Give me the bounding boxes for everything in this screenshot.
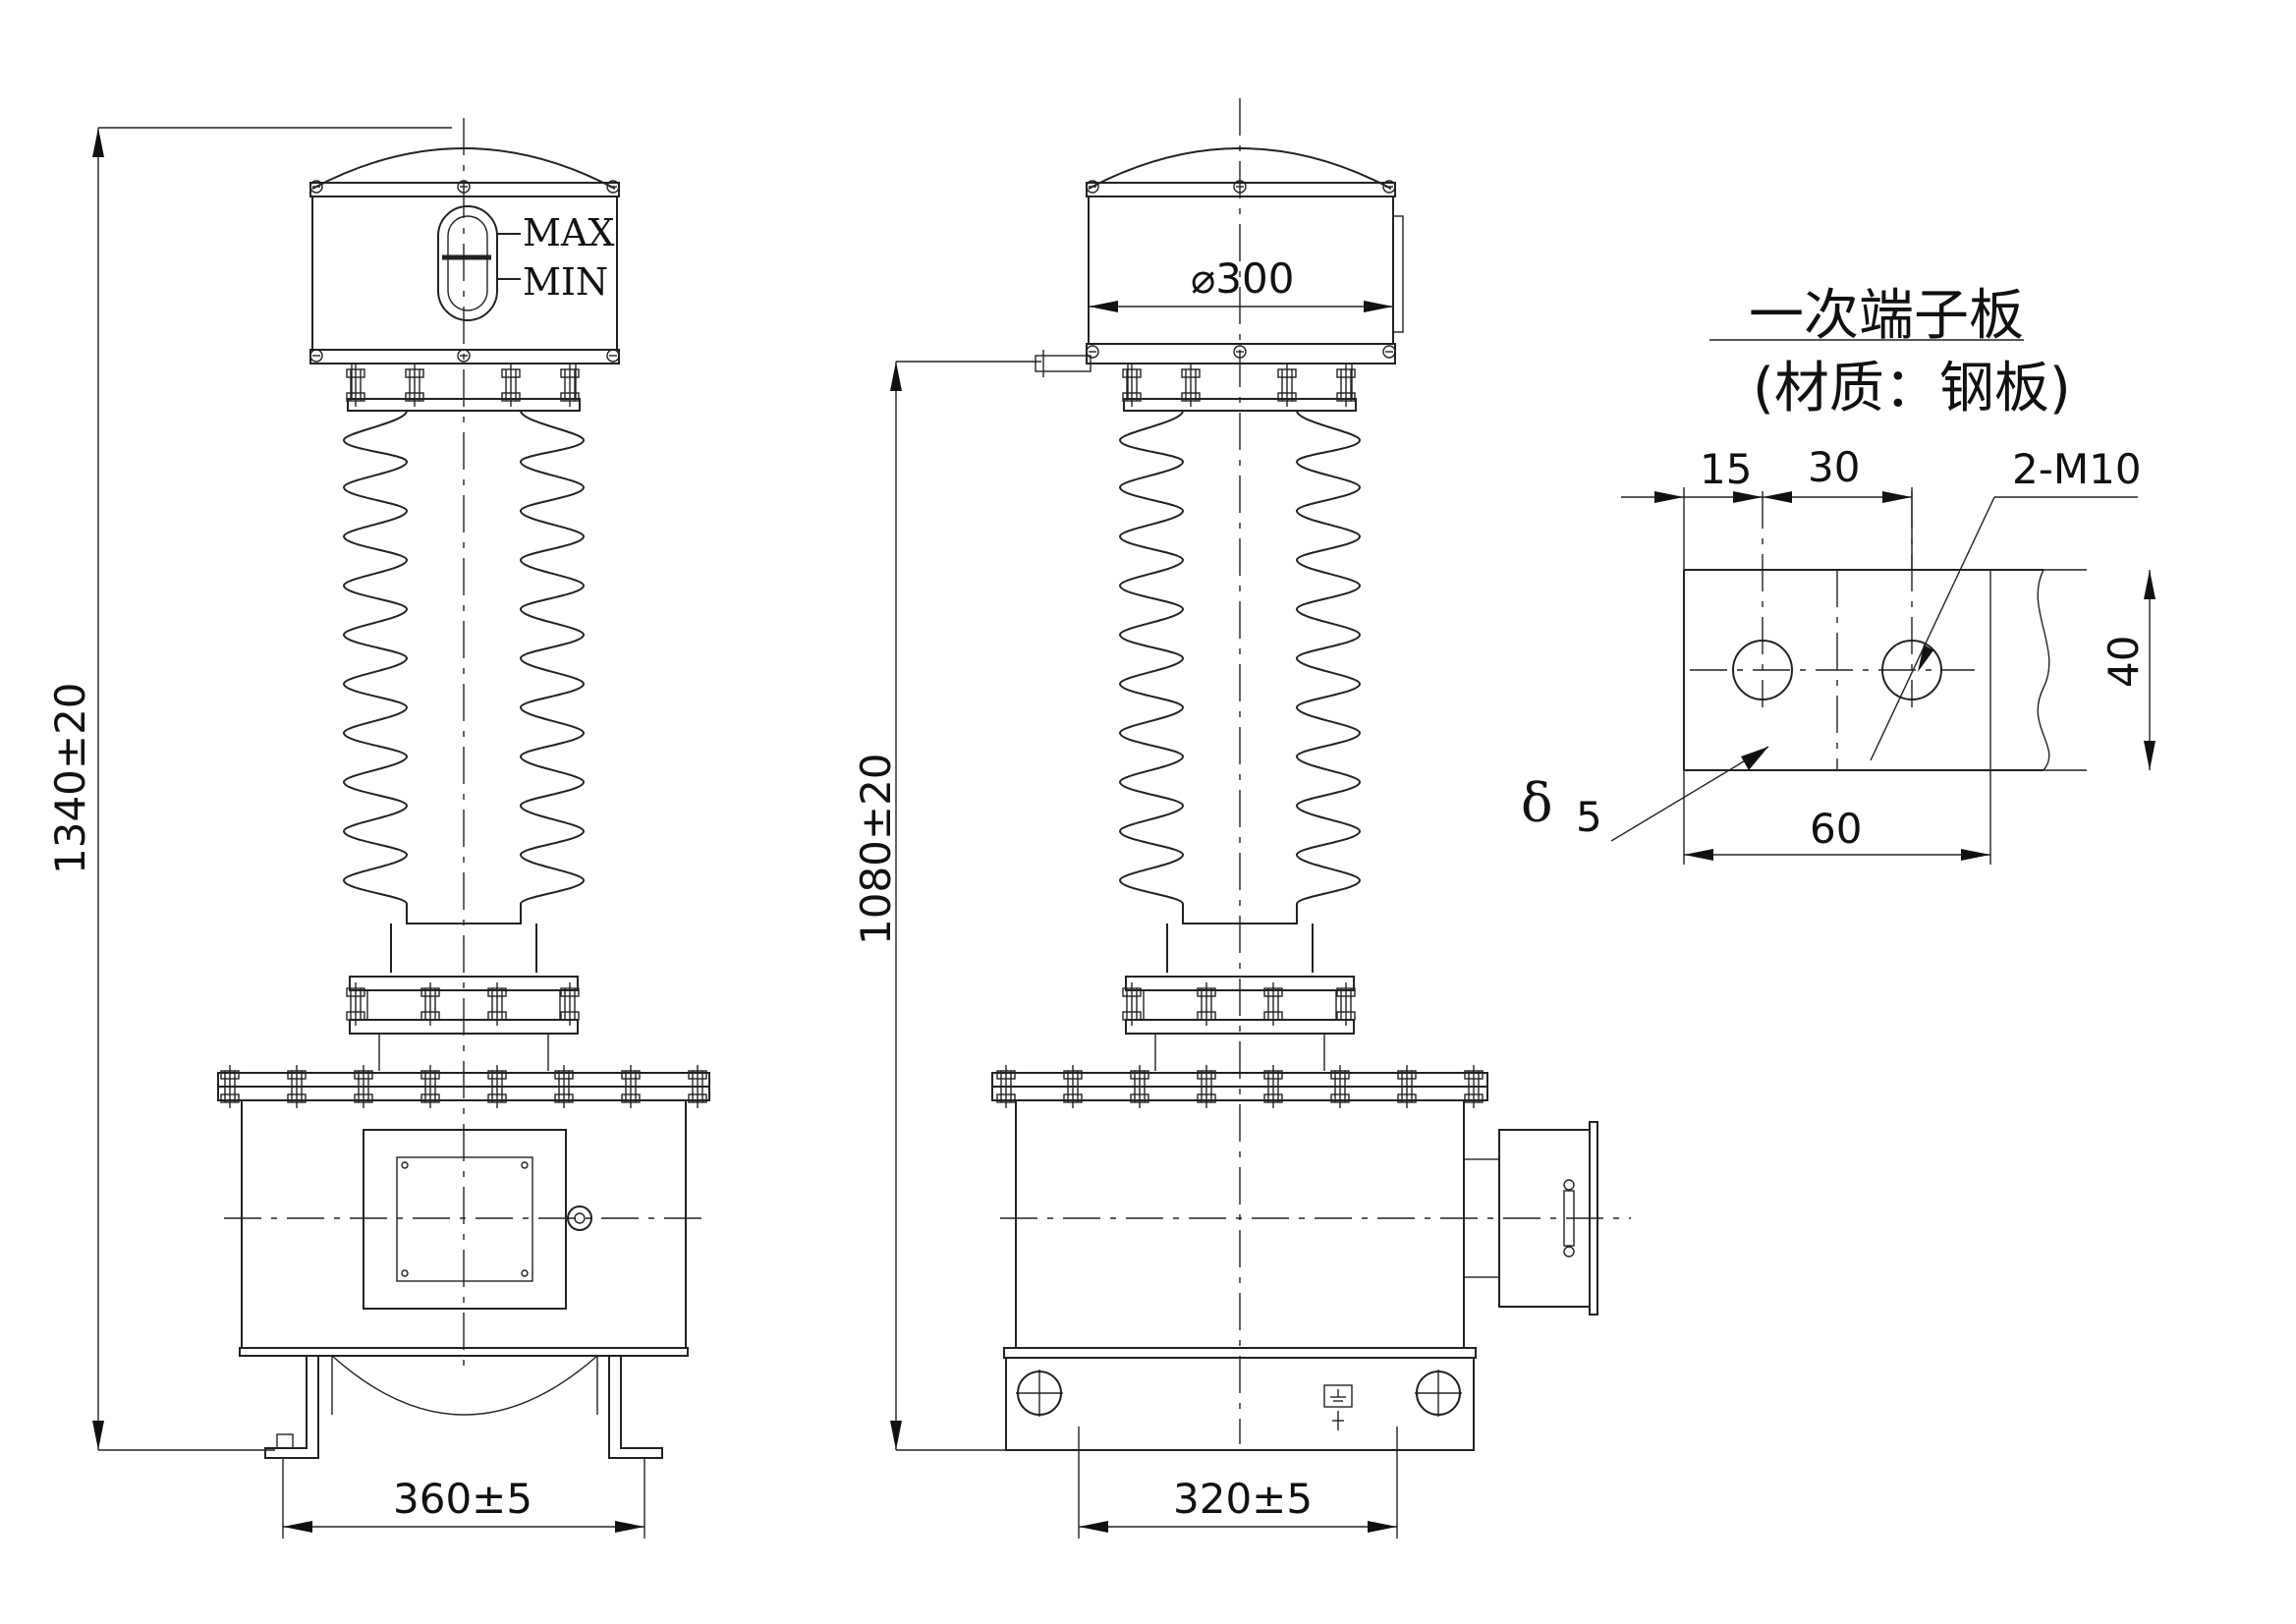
dim-30: 30 [1808,443,1860,491]
thickness-symbol: δ [1521,772,1553,834]
terminal-plate-title: 一次端子板 [1749,284,2024,348]
left-base-width-dimension: 360±5 [393,1475,532,1523]
head-diameter-dimension: ⌀300 [1191,254,1294,303]
left-junction-box [363,1129,567,1310]
bolt-spec-label: 2-M10 [2012,445,2142,493]
oil-level-window [437,205,498,321]
middle-height-dimension: 1080±20 [852,753,900,945]
dim-40: 40 [2100,636,2148,688]
oil-level-min-label: MIN [523,260,608,304]
dim-60: 60 [1810,805,1862,853]
left-insulator [342,410,586,924]
thickness-value: 5 [1576,793,1602,841]
left-view: MAX MIN [46,118,710,1539]
left-head-top-rim [309,182,620,197]
oil-level-max-label: MAX [523,211,614,254]
terminal-plate-detail: 一次端子板 (材质：钢板) 15 30 2-M10 [1521,284,2156,865]
middle-view: ⌀300 [852,98,1631,1539]
middle-base-width-dimension: 320±5 [1173,1475,1313,1523]
left-height-dimension: 1340±20 [46,682,94,874]
terminal-plate-material: (材质：钢板) [1753,357,2071,420]
dim-15: 15 [1700,445,1752,493]
